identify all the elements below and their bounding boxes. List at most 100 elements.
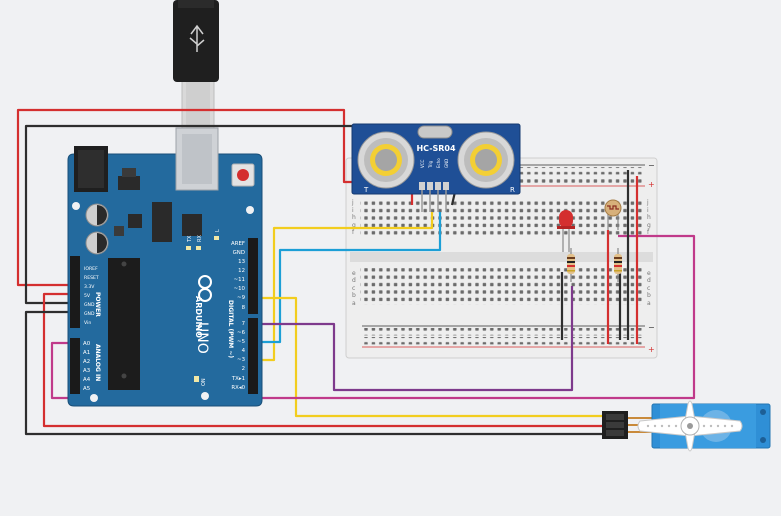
digital-pin-label: AREF bbox=[231, 241, 245, 247]
mounting-hole bbox=[201, 392, 209, 400]
digital-pin-label: 4 bbox=[242, 348, 246, 354]
row-letter: j bbox=[351, 199, 354, 206]
power-pin-label: GND bbox=[84, 311, 95, 317]
sensor-legs bbox=[421, 190, 447, 212]
tx-label: TX bbox=[187, 235, 193, 243]
wire-trig bbox=[256, 212, 434, 362]
row-letter: j bbox=[646, 199, 649, 206]
brand-label: ARDUINO bbox=[194, 296, 203, 338]
power-pin-label: RESET bbox=[84, 275, 99, 281]
digital-pin-label: ~9 bbox=[237, 295, 246, 301]
analog-pin-label: A2 bbox=[83, 359, 90, 365]
resistor-ldr bbox=[614, 248, 622, 282]
sensor-pin-headers bbox=[419, 182, 449, 190]
digital-pin-label: TX▸1 bbox=[231, 376, 245, 382]
row-letter: a bbox=[352, 300, 356, 307]
usb-cable bbox=[173, 0, 219, 135]
row-letter: a bbox=[647, 300, 651, 307]
row-letter: i bbox=[647, 207, 649, 214]
bottom-power-rails: − + bbox=[362, 323, 655, 354]
pin-label: Echo bbox=[436, 158, 441, 168]
sensor-mark-t: T bbox=[363, 186, 369, 194]
analog-label: ANALOG IN bbox=[94, 344, 101, 381]
digital-pin-label: GND bbox=[233, 250, 245, 256]
rx-label: RX bbox=[197, 235, 203, 242]
small-chip bbox=[128, 214, 142, 228]
sensor-mark-r: R bbox=[510, 186, 515, 194]
row-letter: h bbox=[352, 214, 356, 221]
usb-chip bbox=[182, 214, 202, 236]
sensor-pin-labels: VCC Trig Echo GND bbox=[420, 158, 449, 169]
rail-minus-label-bottom: − bbox=[648, 323, 655, 332]
row-letter: f bbox=[352, 229, 355, 236]
pin-label: VCC bbox=[420, 159, 425, 168]
row-letters: j i h g f e d c b a j i h g f e d c b a bbox=[351, 199, 651, 307]
mounting-hole bbox=[72, 202, 80, 210]
digital-pin-label: 2 bbox=[242, 366, 245, 372]
arduino-logo bbox=[198, 275, 212, 302]
digital-pin-label: 12 bbox=[238, 268, 245, 274]
wire-servo-gnd bbox=[24, 310, 604, 436]
red-led bbox=[557, 210, 575, 252]
sensor-label: HC-SR04 bbox=[416, 144, 456, 153]
digital-pin-label: 7 bbox=[242, 321, 245, 327]
photoresistor bbox=[604, 199, 622, 230]
rail-plus-label: + bbox=[648, 180, 655, 189]
mounting-hole bbox=[90, 394, 98, 402]
analog-pin-label: A3 bbox=[83, 368, 90, 374]
resistor-led bbox=[567, 248, 575, 282]
power-pin-labels: IOREF RESET 3.3V 5V GND GND Vin bbox=[84, 266, 99, 326]
upper-terminal-strip bbox=[360, 198, 645, 235]
analog-pin-label: A4 bbox=[83, 377, 91, 383]
ultrasonic-sensor: HC-SR04 VCC Trig Echo GND T R bbox=[351, 123, 521, 195]
digital-pin-label: ~3 bbox=[237, 357, 245, 363]
row-letter: d bbox=[647, 277, 651, 284]
row-letter: e bbox=[352, 270, 356, 277]
row-letter: d bbox=[352, 277, 356, 284]
row-letter: b bbox=[647, 292, 651, 299]
analog-pin-label: A5 bbox=[83, 386, 90, 392]
center-channel bbox=[350, 252, 653, 262]
analog-pin-label: A0 bbox=[83, 341, 91, 347]
row-letter: e bbox=[647, 270, 651, 277]
lower-terminal-strip bbox=[360, 268, 645, 305]
led-l-label: L bbox=[215, 229, 221, 232]
pin-label: Trig bbox=[428, 160, 433, 169]
power-label: POWER bbox=[94, 292, 101, 317]
power-pin-label: 3.3V bbox=[84, 284, 95, 290]
row-letter: b bbox=[352, 292, 356, 299]
rail-plus-label-bottom: + bbox=[648, 345, 655, 354]
on-label: ON bbox=[201, 378, 207, 386]
row-letter: i bbox=[352, 207, 354, 214]
row-letter: g bbox=[352, 222, 356, 229]
power-pin-label: Vin bbox=[84, 320, 91, 326]
row-letter: g bbox=[647, 222, 651, 229]
analog-pin-label: A1 bbox=[83, 350, 90, 356]
wire-led bbox=[256, 286, 574, 392]
digital-pin-label: 8 bbox=[242, 305, 246, 311]
mounting-hole bbox=[246, 206, 254, 214]
digital-pin-label: ~10 bbox=[234, 286, 246, 292]
power-pin-label: 5V bbox=[84, 293, 91, 299]
digital-pin-label: RX◂0 bbox=[231, 385, 245, 391]
servo-horn bbox=[637, 400, 743, 452]
power-pin-label: IOREF bbox=[84, 266, 98, 272]
digital-pin-label: 13 bbox=[238, 259, 245, 265]
digital-label: DIGITAL (PWM ~) bbox=[227, 300, 234, 358]
rail-minus-label: − bbox=[648, 161, 655, 170]
wire-ldr bbox=[50, 234, 696, 400]
analog-pin-labels: A0 A1 A2 A3 A4 A5 bbox=[83, 341, 91, 392]
digital-pin-label: ~5 bbox=[237, 339, 245, 345]
wire-echo bbox=[256, 212, 442, 344]
transducer-left bbox=[357, 131, 415, 189]
transducer-right bbox=[457, 131, 515, 189]
crystal bbox=[152, 202, 172, 242]
voltage-regulator bbox=[118, 176, 140, 190]
model-label: UNO bbox=[194, 322, 210, 354]
digital-pin-labels: AREF GND 13 12 ~11 ~10 ~9 8 7 ~6 ~5 4 ~3… bbox=[231, 241, 246, 391]
row-letter: f bbox=[647, 229, 650, 236]
row-letter: c bbox=[647, 285, 650, 292]
servo-motor bbox=[602, 400, 771, 452]
pin-label: GND bbox=[444, 159, 449, 168]
